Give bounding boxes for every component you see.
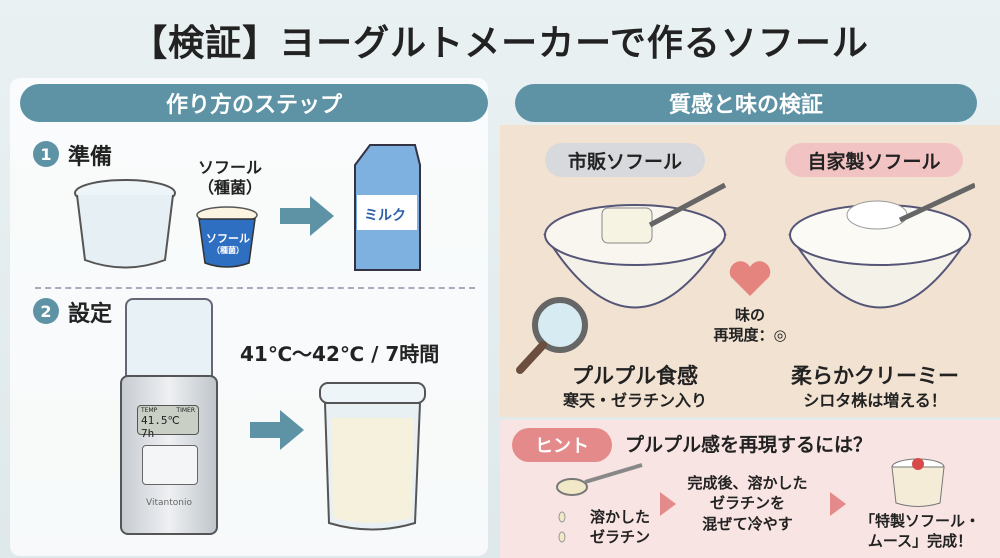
glass-container-icon [74,179,176,269]
steps-header: 作り方のステップ [20,84,488,122]
divider [35,287,475,289]
sofuru-cup-icon [196,206,258,268]
hint-tag: ヒント [512,428,612,462]
yogurt-jar-icon [319,382,426,531]
page-title: 【検証】ヨーグルトメーカーで作るソフール [131,23,869,64]
starter-label: ソフール （種菌） [197,158,262,197]
hint-step-3: 「特製ソフール・ ムース」完成！ [859,512,980,550]
maker-buttons[interactable] [142,445,198,485]
maker-brand: Vitantonio [146,498,192,508]
step-2-label: 設定 [68,302,113,327]
step-1-number: 1 [33,141,59,167]
hint-question: プルプル感を再現するには？ [625,434,873,456]
gelatin-spoon-icon [556,463,643,543]
comparison-header: 質感と味の検証 [515,84,977,122]
magnifier-icon [516,297,588,374]
commercial-bowl-icon [543,182,727,309]
cup-brand: ソフール [206,232,250,245]
homemade-title: 柔らかクリーミー [791,364,959,388]
mousse-cup-icon [891,458,945,507]
commercial-title: プルプル食感 [572,364,698,388]
homemade-bowl-icon [788,182,975,309]
homemade-sub: シロタ株は増える！ [803,391,947,410]
commercial-sub: 寒天・ゼラチン入り [562,391,707,410]
settings-text: 41℃〜42℃ / 7時間 [240,342,440,366]
timer-label: TIMER [176,407,195,414]
temp-label: TEMP [141,407,158,414]
cup-sub: （種菌） [212,246,244,255]
yogurt-maker-lid [125,298,213,378]
homemade-tag: 自家製ソフール [785,143,963,177]
milk-label: ミルク [364,208,406,224]
triangle-arrow-icon [830,492,846,516]
step-2-number: 2 [33,298,59,324]
arrow-right-icon [280,196,334,236]
heart-icon [729,261,771,296]
arrow-right-icon [250,410,304,450]
commercial-tag: 市販ソフール [545,143,705,177]
hint-step-2: 完成後、溶かした ゼラチンを 混ぜて冷やす [687,474,808,533]
hint-step-1: 溶かした ゼラチン [589,508,650,546]
display-value: 41.5℃ 7h [141,414,180,440]
milk-carton-icon [354,144,421,271]
taste-reproduction: 味の再現度：◎ [710,305,790,346]
taste-line2: 再現度：◎ [713,326,787,345]
step-1-label: 準備 [68,145,113,170]
taste-line1: 味の [734,306,765,324]
triangle-arrow-icon [660,492,676,516]
